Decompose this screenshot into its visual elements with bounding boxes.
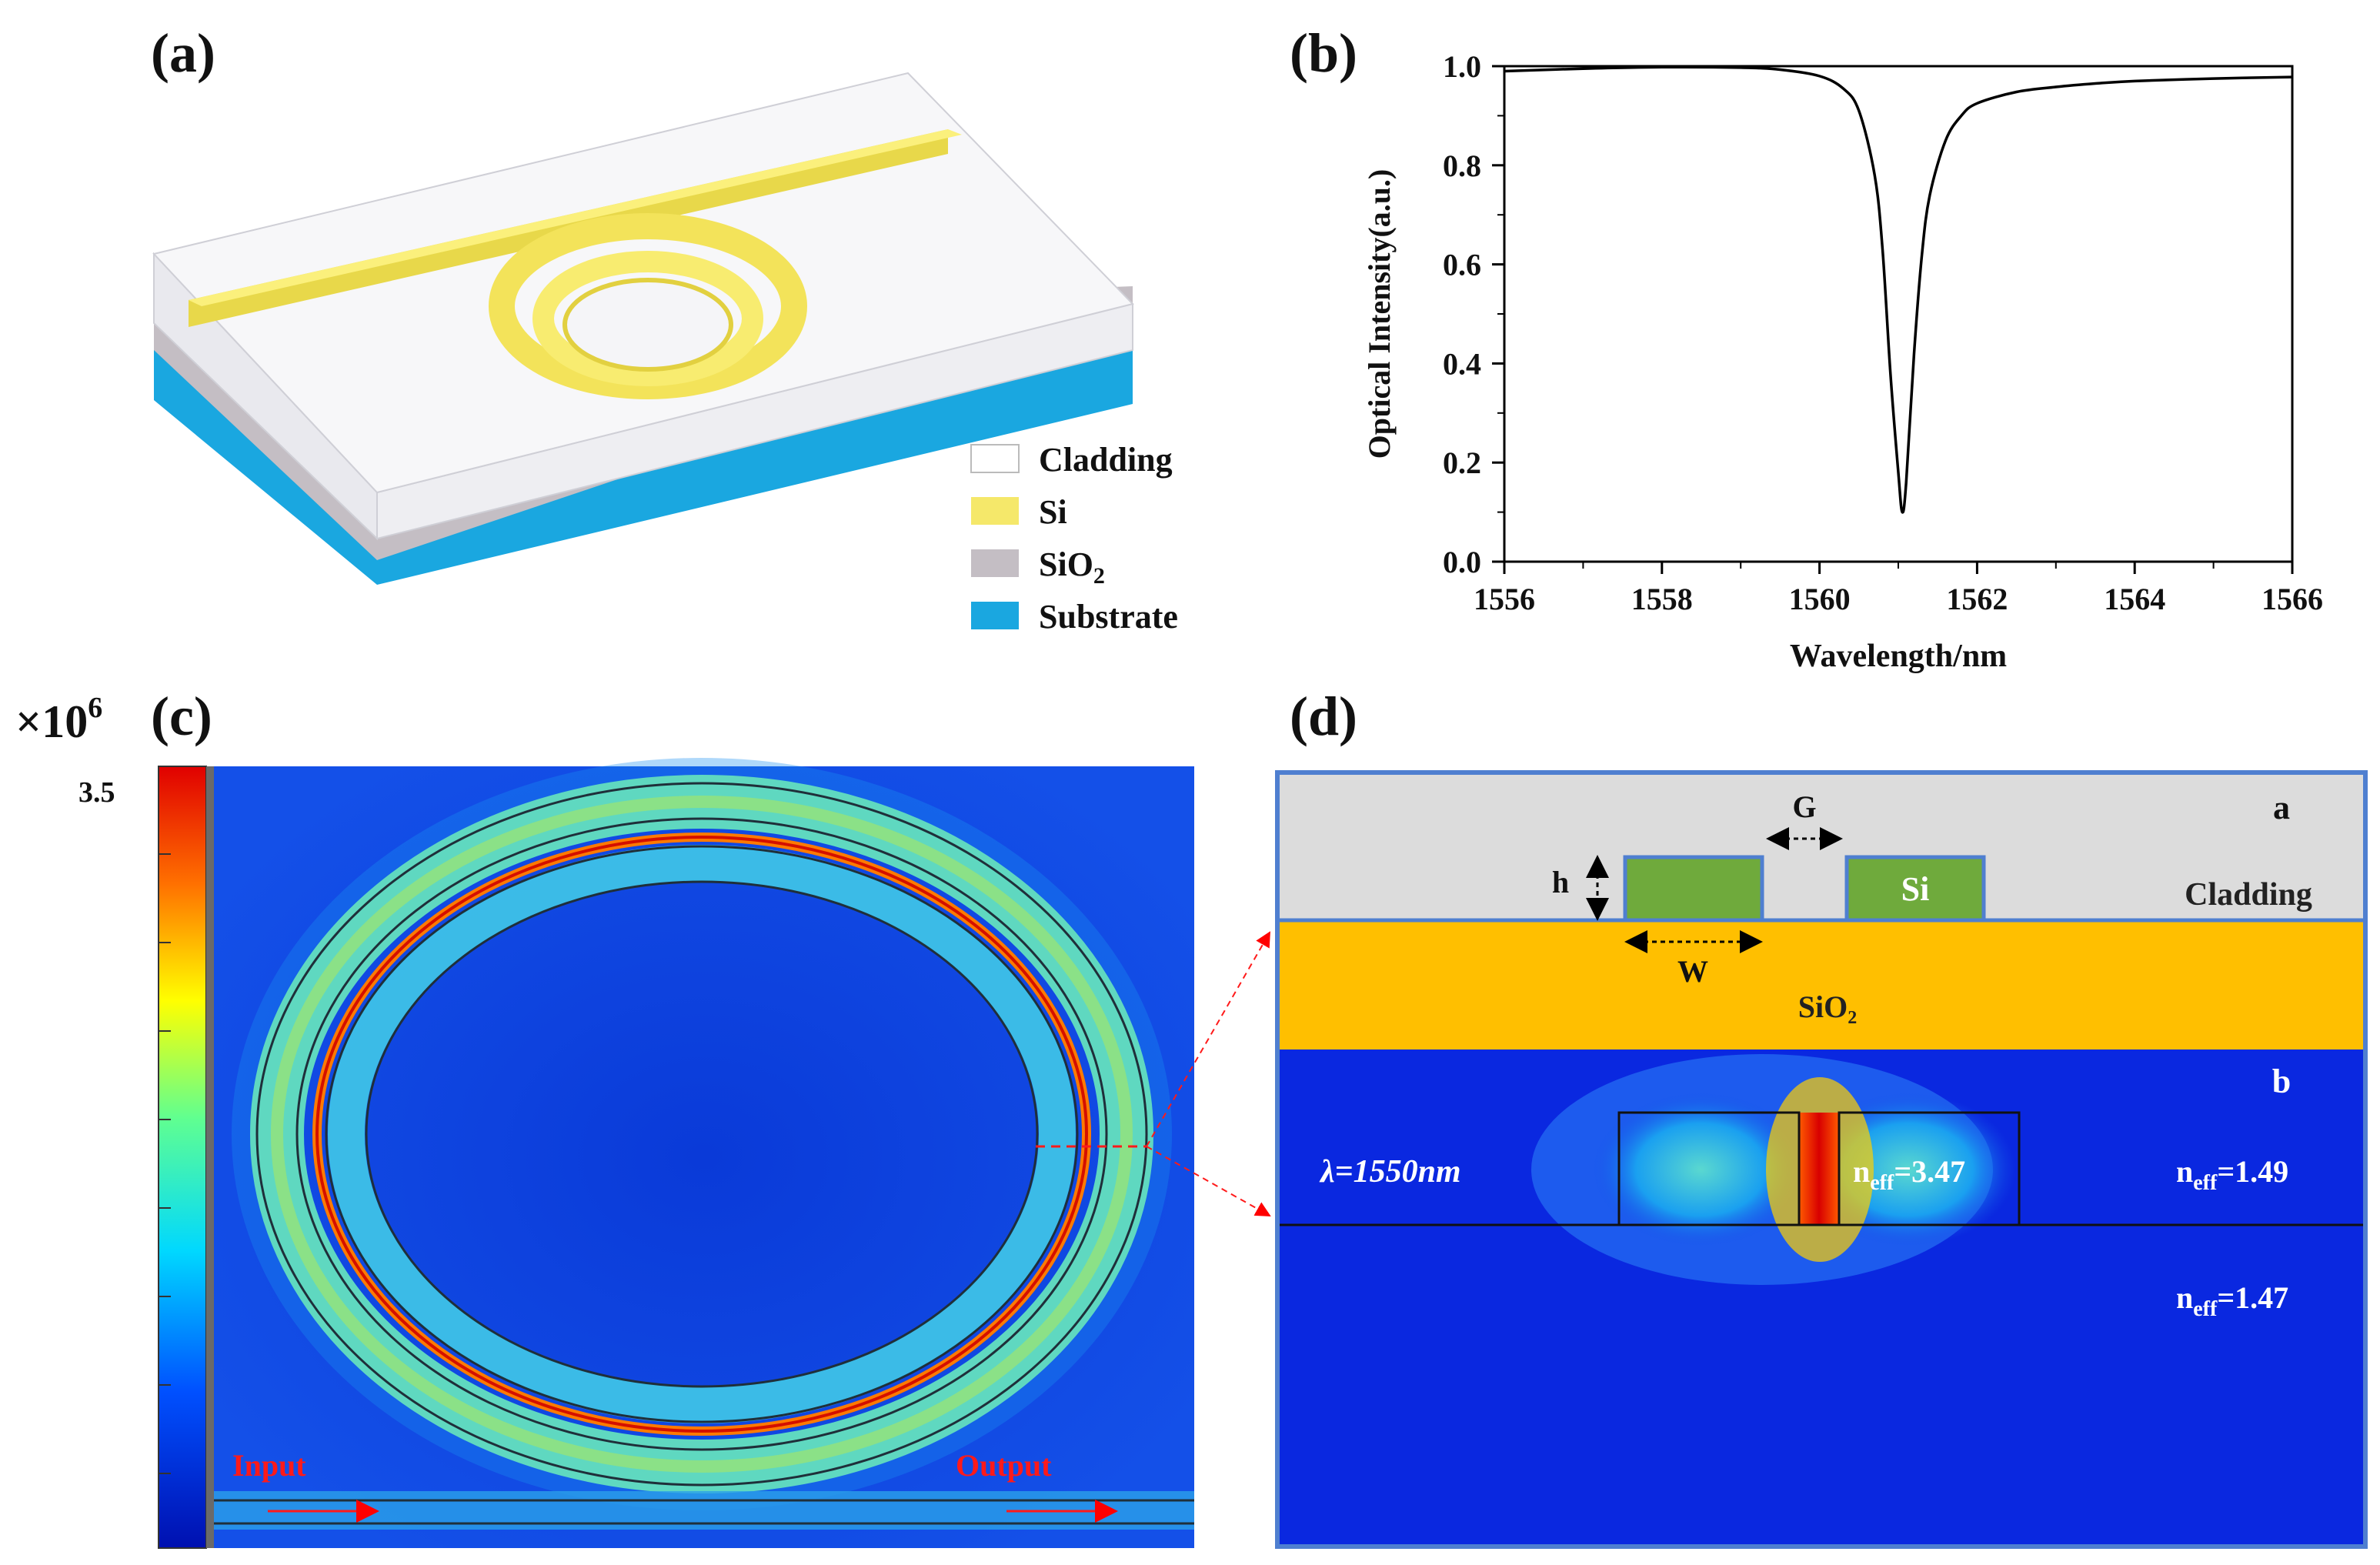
cross-section: Si Cladding SiO₂ a G h W b λ=1550nm neff… [1275, 770, 2368, 1549]
sio2-region [1277, 920, 2365, 1049]
mode-hotspot [1799, 1113, 1839, 1225]
x-tick-label: 1564 [2104, 582, 2165, 616]
y-tick-label: 0.6 [1443, 248, 1481, 282]
material-legend: Cladding Si SiO2 Substrate [970, 441, 1178, 636]
legend-swatch-si [971, 497, 1019, 525]
si-waveguide-bus [1623, 855, 1764, 923]
cladding-label: Cladding [2185, 877, 2312, 913]
si-label: Si [1901, 870, 1930, 908]
x-tick-label: 1558 [1631, 582, 1693, 616]
scale-multiplier: ×106 [15, 692, 102, 747]
height-label: h [1552, 865, 1569, 899]
panel-b-label: (b) [1290, 22, 1357, 84]
neff-cladding-label: neff=1.49 [2176, 1154, 2288, 1195]
subpanel-b-label: b [2272, 1063, 2291, 1100]
wavelength-label: λ=1550nm [1319, 1154, 1461, 1190]
legend-label-si: Si [1039, 493, 1067, 531]
zoom-line-top [1146, 931, 1270, 1147]
panel-c-label: (c) [151, 686, 212, 747]
x-tick-label: 1560 [1789, 582, 1851, 616]
x-tick-label: 1566 [2262, 582, 2323, 616]
neff-substrate-label: neff=1.47 [2176, 1280, 2288, 1321]
y-tick-label: 0.0 [1443, 545, 1481, 579]
si-waveguide-ring [1844, 855, 1986, 923]
inner-ring-field [328, 845, 1076, 1423]
colorbar-max-label: 3.5 [78, 776, 115, 809]
panel-a-label: (a) [151, 22, 215, 84]
transmission-line [1504, 65, 2293, 514]
x-axis-ticks: 1556 1558 1560 1562 1564 1566 [1474, 562, 2323, 616]
x-axis-label: Wavelength/nm [1790, 639, 2007, 674]
sio2-label: SiO₂ [1798, 989, 1857, 1024]
field-map: ×106 3.5 Input Output [15, 692, 1271, 1549]
colorbar-ticks [159, 853, 171, 1474]
zoom-line-bottom [1146, 1146, 1271, 1216]
device-schematic [152, 72, 1134, 585]
y-tick-label: 0.8 [1443, 148, 1481, 183]
legend-swatch-substrate [971, 602, 1019, 629]
x-tick-label: 1562 [1946, 582, 2008, 616]
legend-label-cladding: Cladding [1039, 441, 1173, 479]
subpanel-a-label: a [2273, 789, 2290, 826]
legend-swatch-sio2 [971, 549, 1019, 577]
width-label: W [1677, 954, 1708, 989]
y-axis-ticks: 0.0 0.2 0.4 0.6 0.8 1.0 [1443, 49, 1504, 579]
panel-d-label: (d) [1290, 686, 1357, 747]
y-tick-label: 0.4 [1443, 346, 1481, 381]
panel-d-frame [1275, 770, 2368, 1549]
neff-core-label: neff=3.47 [1853, 1154, 1965, 1195]
colorbar [158, 766, 207, 1549]
x-tick-label: 1556 [1474, 582, 1535, 616]
spectrum-chart: 1556 1558 1560 1562 1564 1566 0.0 0.2 0.4 0.6 0.8… [1362, 49, 2323, 674]
y-axis-label: Optical Intensity(a.u.) [1362, 169, 1397, 459]
legend-swatch-cladding [970, 444, 1020, 473]
legend-label-sio2: SiO2 [1039, 546, 1105, 589]
y-tick-label: 1.0 [1443, 49, 1481, 84]
output-label: Output [956, 1448, 1052, 1483]
input-label: Input [232, 1448, 306, 1483]
y-tick-label: 0.2 [1443, 445, 1481, 480]
legend-label-substrate: Substrate [1039, 598, 1178, 636]
gap-label: G [1792, 789, 1816, 824]
